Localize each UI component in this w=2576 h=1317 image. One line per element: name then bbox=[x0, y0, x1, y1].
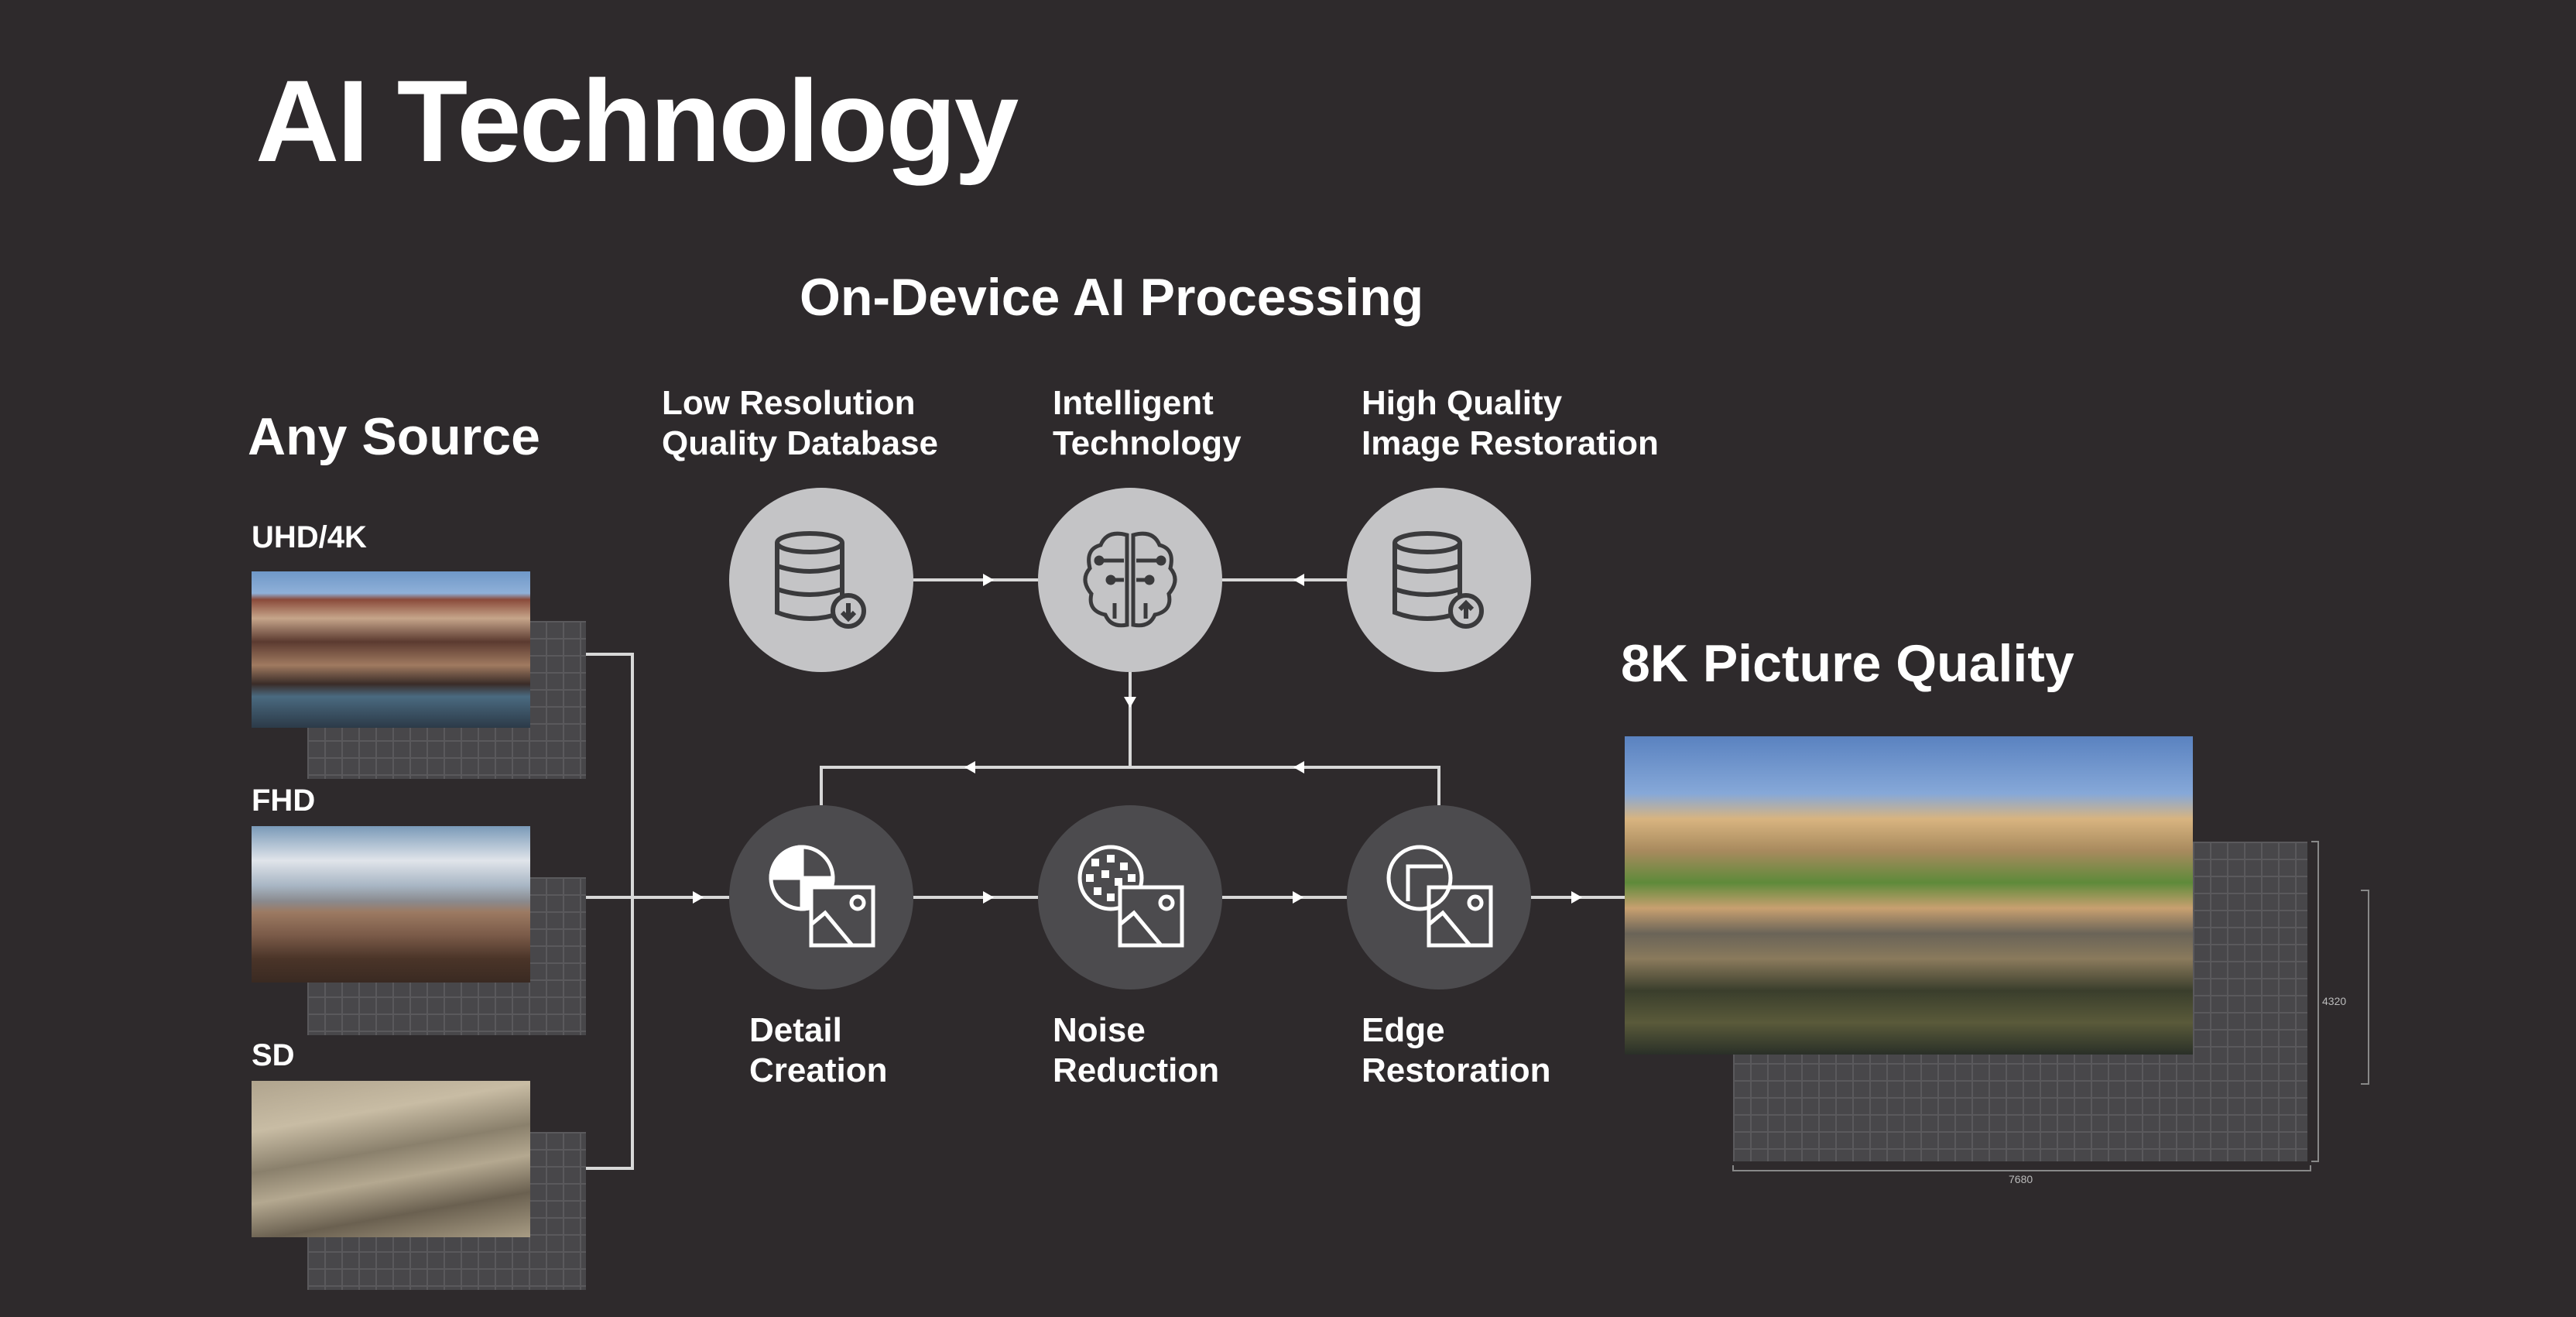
detail-creation-node bbox=[729, 805, 913, 989]
low-resolution-db-node bbox=[729, 488, 913, 672]
brain-circuit-icon bbox=[1083, 531, 1177, 628]
height-dimension-label: 4320 bbox=[2322, 995, 2347, 1007]
source-label-sd: SD bbox=[252, 1038, 295, 1072]
page-title: AI Technology bbox=[255, 56, 1019, 186]
source-image-uhd bbox=[252, 571, 530, 728]
noise-reduction-icon bbox=[1077, 845, 1184, 948]
noise-reduction-node bbox=[1038, 805, 1222, 989]
edge-restoration-icon bbox=[1386, 845, 1493, 948]
source-image-sd bbox=[252, 1081, 530, 1237]
source-label-fhd: FHD bbox=[252, 784, 316, 818]
source-heading: Any Source bbox=[248, 407, 540, 466]
edge-restoration-node bbox=[1347, 805, 1531, 989]
source-image-fhd bbox=[252, 826, 530, 983]
high-quality-restoration-node bbox=[1347, 488, 1531, 672]
output-heading: 8K Picture Quality bbox=[1621, 634, 2074, 693]
output-image-8k bbox=[1625, 736, 2193, 1055]
width-dimension-label: 7680 bbox=[2009, 1173, 2033, 1185]
source-label-uhd: UHD/4K bbox=[252, 520, 367, 554]
database-download-icon bbox=[775, 531, 866, 629]
processing-heading: On-Device AI Processing bbox=[800, 268, 1424, 327]
intelligent-technology-node bbox=[1038, 488, 1222, 672]
database-upload-icon bbox=[1392, 531, 1484, 629]
detail-creation-icon bbox=[769, 845, 875, 948]
